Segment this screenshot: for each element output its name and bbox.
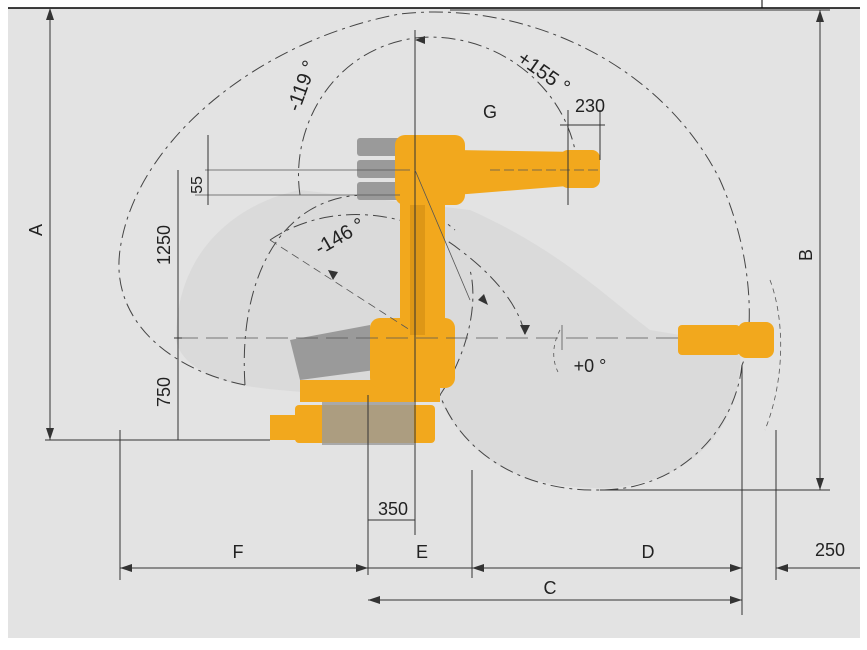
dim-D-arrow-right (730, 564, 742, 572)
angle-arrow-axis3 (328, 270, 338, 280)
dim-B-arrow-top (816, 10, 824, 22)
elbow-housing (395, 135, 465, 205)
upper-arm (455, 150, 580, 195)
dim-G-label: G (483, 102, 497, 122)
dim-750-label: 750 (154, 377, 174, 407)
wrist-at-zero-position (738, 322, 774, 358)
dim-C-label: C (544, 578, 557, 598)
tool-reach-arc (764, 279, 782, 431)
dim-350-label: 350 (378, 499, 408, 519)
upper-arm-diag (414, 169, 471, 301)
angle-plus0-label: +0 ° (574, 356, 607, 376)
counterweight (290, 325, 375, 380)
workspace-area (176, 190, 741, 489)
dim-D-label: D (642, 542, 655, 562)
wrist (560, 150, 600, 188)
elbow-motor-mid (357, 160, 405, 178)
dim-A-arrow-bottom (46, 428, 54, 440)
dim-230-label: 230 (575, 96, 605, 116)
elbow-motor-bottom (357, 182, 405, 200)
dim-A-label: A (26, 224, 46, 236)
dim-B-arrow-bottom (816, 478, 824, 490)
zero-angle-arc (553, 329, 561, 373)
inner-envelope-right (439, 269, 474, 396)
dim-C-arrow-left (368, 596, 380, 604)
axis3-ray (269, 239, 411, 331)
lower-arm-shade (410, 175, 425, 335)
angle-arrow-axis2-end (520, 325, 530, 335)
dim-250-arrow (776, 564, 788, 572)
dim-B-label: B (796, 249, 816, 261)
dim-F-label: F (233, 542, 244, 562)
dim-F-arrow-right (356, 564, 368, 572)
axis2-arc (269, 214, 526, 336)
angle-arrow-axis2 (478, 294, 488, 305)
dim-250-label: 250 (815, 540, 845, 560)
dim-C-arrow-right (730, 596, 742, 604)
elbow-motor-top (357, 138, 405, 156)
dim-D-arrow-left (472, 564, 484, 572)
dim-1250-label: 1250 (154, 225, 174, 265)
arm-at-zero-position (678, 325, 740, 355)
dim-A-arrow-top (46, 8, 54, 20)
dim-55-label: 55 (189, 176, 206, 194)
angle-arrow-top (415, 36, 425, 44)
dim-E-label: E (416, 542, 428, 562)
dim-F-arrow-left (120, 564, 132, 572)
lower-envelope (439, 364, 743, 491)
